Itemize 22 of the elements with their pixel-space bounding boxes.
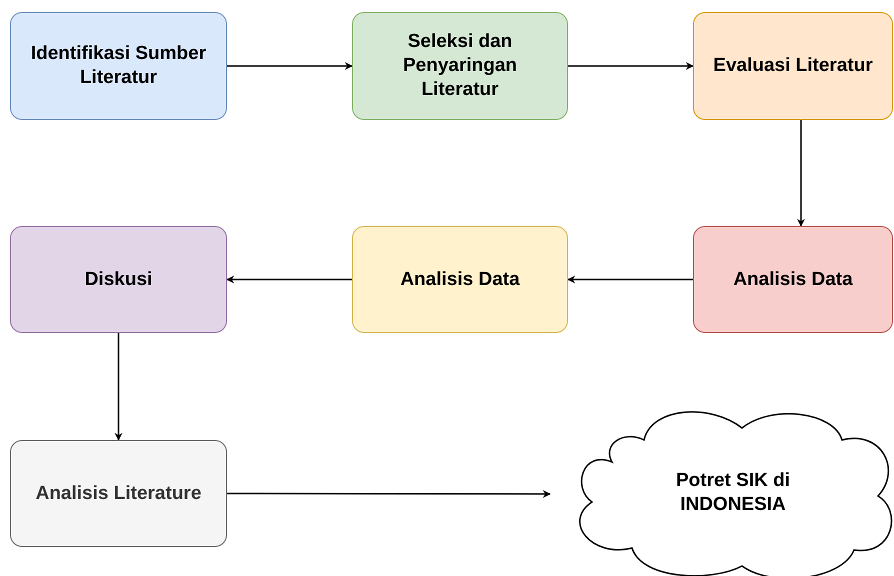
process-box — [10, 12, 227, 120]
process-box — [693, 12, 893, 120]
process-box — [352, 12, 568, 120]
node-label: Evaluasi Literatur — [713, 54, 873, 78]
arrow — [797, 120, 805, 227]
process-box — [10, 440, 227, 547]
arrow — [227, 490, 551, 498]
node-label: Analisis Data — [733, 268, 853, 292]
process-box — [693, 226, 893, 333]
process-box — [352, 226, 568, 333]
node-label: Analisis Data — [400, 268, 520, 292]
node-label: Seleksi dan Penyaringan Literatur — [402, 30, 518, 102]
node-label: Identifikasi Sumber Literatur — [30, 42, 208, 90]
arrow — [226, 276, 352, 284]
process-box — [10, 226, 227, 333]
arrow — [227, 62, 353, 70]
node-label: Analisis Literature — [36, 482, 202, 506]
arrow — [567, 276, 693, 284]
arrow — [114, 333, 122, 441]
node-label: Potret SIK di INDONESIA — [674, 469, 791, 517]
node-label: Diskusi — [84, 268, 152, 292]
arrow — [568, 62, 694, 70]
